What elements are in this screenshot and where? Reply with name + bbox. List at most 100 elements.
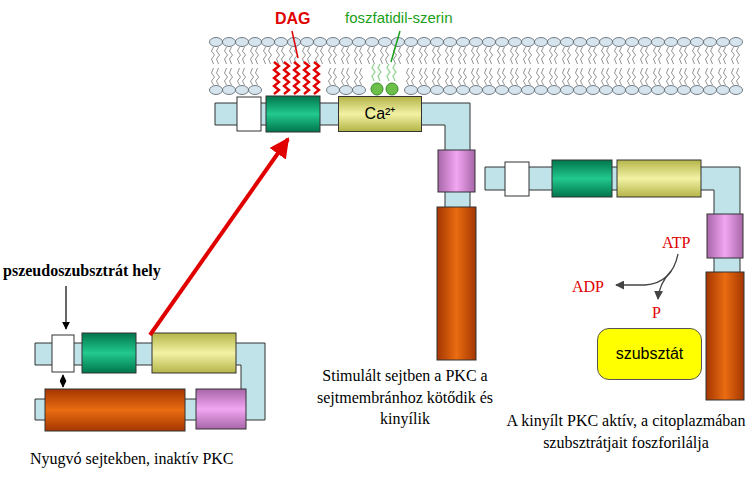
lipid-tail <box>451 68 454 85</box>
lipid-tail <box>212 47 215 64</box>
lipid-tail <box>503 68 506 85</box>
lipid-tail <box>537 47 540 64</box>
lipid-tail <box>581 68 584 85</box>
lipid-tail <box>568 68 571 85</box>
lipid-head <box>418 38 431 47</box>
lipid-head <box>613 38 626 47</box>
pointer-arrow <box>65 286 66 329</box>
lipid-tail <box>485 47 488 64</box>
lipid-tail <box>737 47 740 64</box>
lipid-tail <box>459 68 462 85</box>
lipid-tail <box>576 47 579 64</box>
lipid-head <box>548 38 561 47</box>
lipid-tail <box>360 47 363 64</box>
lipid-head <box>431 38 444 47</box>
lipid-tail <box>633 47 636 64</box>
lipid-tail <box>602 68 605 85</box>
lipid-head <box>626 38 639 47</box>
lipid-tail <box>451 47 454 64</box>
lipid-tail <box>711 68 714 85</box>
c1-domain <box>552 160 612 197</box>
lipid-tail <box>477 47 480 64</box>
phosphatidylserine-tail <box>372 64 375 81</box>
label-text: ADP <box>572 276 604 298</box>
c3-domain <box>707 214 743 258</box>
lipid-head <box>496 86 509 95</box>
pseudosubstrate-domain <box>505 162 529 196</box>
dag-molecule <box>274 62 279 94</box>
lipid-head <box>535 38 548 47</box>
label-text: P <box>652 302 661 324</box>
lipid-tail <box>680 68 683 85</box>
lipid-tail <box>438 47 441 64</box>
lipid-tail <box>425 47 428 64</box>
lipid-head <box>457 86 470 95</box>
lipid-tail <box>724 47 727 64</box>
lipid-tail <box>732 47 735 64</box>
molecule-label: P <box>652 302 661 324</box>
lipid-head <box>678 86 691 95</box>
lipid-tail <box>654 47 657 64</box>
node-text: szubsztát <box>616 345 684 363</box>
lipid-tail <box>607 68 610 85</box>
lipid-tail <box>516 47 519 64</box>
c3-domain <box>438 150 475 192</box>
lipid-head <box>535 86 548 95</box>
c2-domain: Ca²⁺ <box>338 96 422 132</box>
lipid-head <box>561 86 574 95</box>
lipid-head <box>314 38 327 47</box>
lipid-tail <box>555 68 558 85</box>
lipid-tail <box>589 47 592 64</box>
lipid-tail <box>581 47 584 64</box>
pseudosubstrate-domain <box>52 335 74 372</box>
c2-domain <box>152 333 236 373</box>
lipid-tail <box>542 68 545 85</box>
lipid-head <box>522 38 535 47</box>
lipid-tail <box>355 68 358 85</box>
pkc-backbone <box>215 103 470 352</box>
dag-molecule <box>294 62 299 94</box>
lipid-tail <box>711 47 714 64</box>
c2-domain <box>617 160 701 197</box>
lipid-head <box>704 86 717 95</box>
lipid-tail <box>329 68 332 85</box>
lipid-head <box>652 38 665 47</box>
lipid-tail <box>620 68 623 85</box>
lipid-tail <box>732 68 735 85</box>
lipid-head <box>236 38 249 47</box>
lipid-tail <box>659 68 662 85</box>
lipid-head <box>379 38 392 47</box>
lipid-head <box>483 38 496 47</box>
lipid-tail <box>355 47 358 64</box>
lipid-head <box>405 86 418 95</box>
lipid-tail <box>347 68 350 85</box>
lipid-head <box>691 86 704 95</box>
lipid-head <box>405 38 418 47</box>
lipid-head <box>353 86 366 95</box>
lipid-tail <box>498 68 501 85</box>
lipid-tail <box>420 68 423 85</box>
lipid-head <box>600 86 613 95</box>
lipid-tail <box>347 47 350 64</box>
lipid-tail <box>225 68 228 85</box>
lipid-tail <box>225 47 228 64</box>
lipid-tail <box>269 47 272 64</box>
lipid-head <box>717 38 730 47</box>
lipid-tail <box>321 47 324 64</box>
lipid-head <box>444 38 457 47</box>
lipid-tail <box>555 47 558 64</box>
lipid-tail <box>316 47 319 64</box>
lipid-tail <box>399 47 402 64</box>
lipid-tail <box>524 68 527 85</box>
lipid-head <box>301 38 314 47</box>
lipid-tail <box>589 68 592 85</box>
lipid-tail <box>724 68 727 85</box>
lipid-tail <box>342 47 345 64</box>
lipid-tail <box>407 68 410 85</box>
molecule-label: DAG <box>275 8 311 30</box>
lipid-head <box>691 38 704 47</box>
lipid-tail <box>706 68 709 85</box>
lipid-head <box>353 38 366 47</box>
lipid-tail <box>503 47 506 64</box>
lipid-tail <box>334 68 337 85</box>
